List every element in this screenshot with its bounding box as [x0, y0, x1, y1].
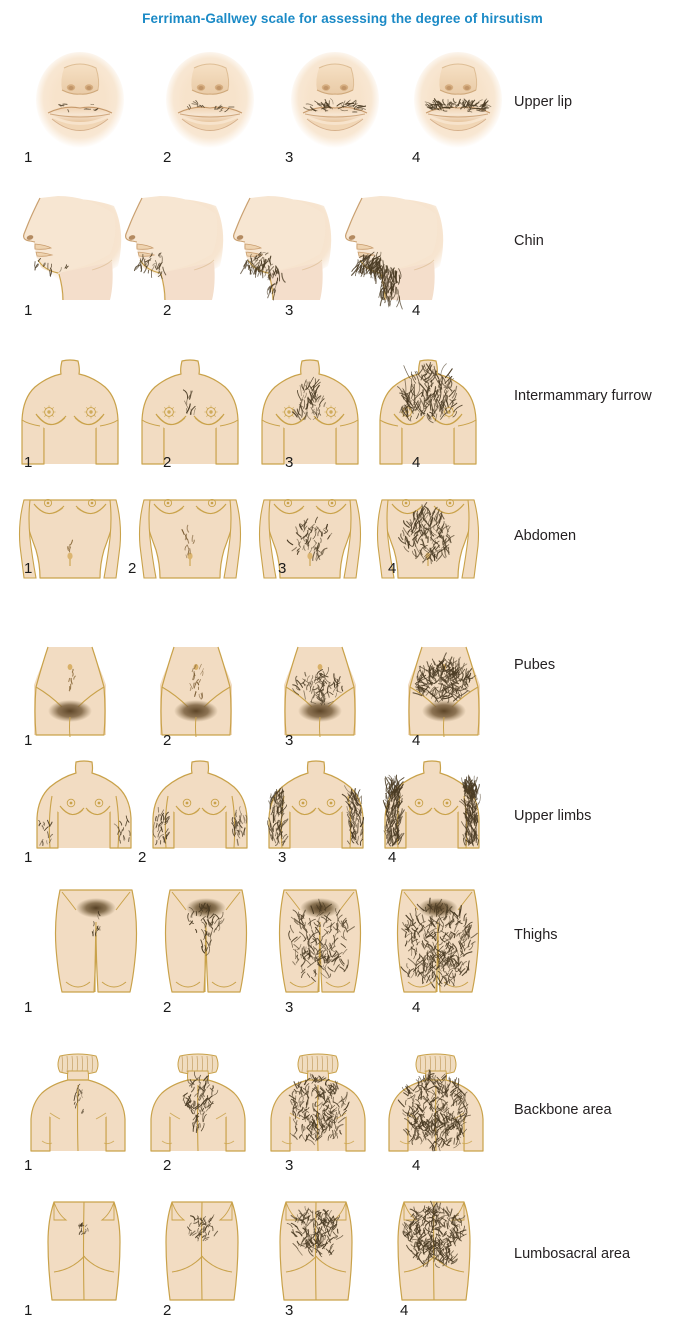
figure-backbone-area-grade-4 [384, 1053, 488, 1155]
row-label-intermammary-furrow: Intermammary furrow [514, 388, 652, 404]
grade-number-thighs-2: 2 [163, 999, 172, 1016]
figure-upper-lip-grade-2 [160, 50, 260, 150]
grade-number-abdomen-1: 1 [24, 560, 33, 577]
figure-lumbosacral-area-grade-4 [390, 1200, 478, 1304]
grade-number-upper-lip-2: 2 [163, 149, 172, 166]
row-label-thighs: Thighs [514, 927, 558, 943]
figure-upper-lip-grade-1 [30, 50, 130, 150]
row-label-upper-lip: Upper lip [514, 94, 573, 110]
figure-backbone-area-grade-3 [266, 1053, 370, 1155]
grade-number-pubes-4: 4 [412, 732, 421, 749]
grade-number-pubes-2: 2 [163, 732, 172, 749]
figure-chin-grade-4 [340, 192, 452, 310]
figure-thighs-grade-1 [48, 888, 144, 1000]
figure-intermammary-furrow-grade-2 [138, 358, 242, 468]
figure-abdomen-grade-3 [258, 498, 362, 580]
figure-lumbosacral-area-grade-2 [158, 1200, 246, 1304]
grade-number-chin-4: 4 [412, 302, 421, 319]
grade-number-chin-1: 1 [24, 302, 33, 319]
figure-upper-lip-grade-3 [285, 50, 385, 150]
figure-backbone-area-grade-2 [146, 1053, 250, 1155]
grade-number-backbone-area-1: 1 [24, 1157, 33, 1174]
grade-number-upper-limbs-3: 3 [278, 849, 287, 866]
grade-number-upper-lip-4: 4 [412, 149, 421, 166]
grade-number-backbone-area-4: 4 [412, 1157, 421, 1174]
figure-pubes-grade-2 [148, 645, 244, 741]
figure-thighs-grade-3 [272, 888, 368, 1000]
figure-chin-grade-3 [228, 192, 340, 302]
figure-chin-grade-2 [120, 192, 232, 302]
row-label-chin: Chin [514, 233, 544, 249]
figure-lumbosacral-area-grade-1 [40, 1200, 128, 1304]
figure-abdomen-grade-2 [138, 498, 242, 580]
figure-abdomen-grade-4 [376, 498, 480, 580]
row-label-backbone-area: Backbone area [514, 1102, 612, 1118]
figure-lumbosacral-area-grade-3 [272, 1200, 360, 1304]
grade-number-upper-limbs-2: 2 [138, 849, 147, 866]
figure-backbone-area-grade-1 [26, 1053, 130, 1155]
figure-abdomen-grade-1 [18, 498, 122, 580]
grade-number-intermammary-furrow-2: 2 [163, 454, 172, 471]
figure-thighs-grade-4 [390, 888, 486, 1000]
figure-upper-limbs-grade-2 [148, 760, 252, 852]
figure-pubes-grade-1 [22, 645, 118, 741]
grade-number-backbone-area-3: 3 [285, 1157, 294, 1174]
grade-number-lumbosacral-area-4: 4 [400, 1302, 409, 1319]
grade-number-intermammary-furrow-3: 3 [285, 454, 294, 471]
grade-number-backbone-area-2: 2 [163, 1157, 172, 1174]
grade-number-upper-lip-1: 1 [24, 149, 33, 166]
figure-intermammary-furrow-grade-1 [18, 358, 122, 468]
grade-number-lumbosacral-area-1: 1 [24, 1302, 33, 1319]
figure-intermammary-furrow-grade-3 [258, 358, 362, 468]
figure-upper-limbs-grade-3 [264, 760, 368, 852]
row-label-abdomen: Abdomen [514, 528, 577, 544]
grade-number-abdomen-4: 4 [388, 560, 397, 577]
row-label-pubes: Pubes [514, 657, 556, 673]
figure-pubes-grade-3 [272, 645, 368, 741]
row-label-lumbosacral-area: Lumbosacral area [514, 1246, 631, 1262]
grade-number-pubes-3: 3 [285, 732, 294, 749]
figure-thighs-grade-2 [158, 888, 254, 1000]
figure-pubes-grade-4 [396, 645, 492, 741]
page-title: Ferriman-Gallwey scale for assessing the… [142, 11, 543, 26]
grade-number-chin-2: 2 [163, 302, 172, 319]
grade-number-pubes-1: 1 [24, 732, 33, 749]
grade-number-thighs-4: 4 [412, 999, 421, 1016]
grade-number-thighs-1: 1 [24, 999, 33, 1016]
figure-upper-limbs-grade-1 [32, 760, 136, 852]
grade-number-abdomen-3: 3 [278, 560, 287, 577]
grade-number-upper-lip-3: 3 [285, 149, 294, 166]
figure-chin-grade-1 [18, 192, 130, 302]
grade-number-thighs-3: 3 [285, 999, 294, 1016]
grade-number-intermammary-furrow-1: 1 [24, 454, 33, 471]
grade-number-lumbosacral-area-3: 3 [285, 1302, 294, 1319]
row-label-upper-limbs: Upper limbs [514, 808, 592, 824]
grade-number-intermammary-furrow-4: 4 [412, 454, 421, 471]
figure-upper-lip-grade-4 [408, 50, 508, 150]
figure-upper-limbs-grade-4 [380, 760, 484, 852]
grade-number-lumbosacral-area-2: 2 [163, 1302, 172, 1319]
grade-number-upper-limbs-1: 1 [24, 849, 33, 866]
grade-number-chin-3: 3 [285, 302, 294, 319]
grade-number-abdomen-2: 2 [128, 560, 137, 577]
grade-number-upper-limbs-4: 4 [388, 849, 397, 866]
figure-intermammary-furrow-grade-4 [376, 358, 480, 468]
